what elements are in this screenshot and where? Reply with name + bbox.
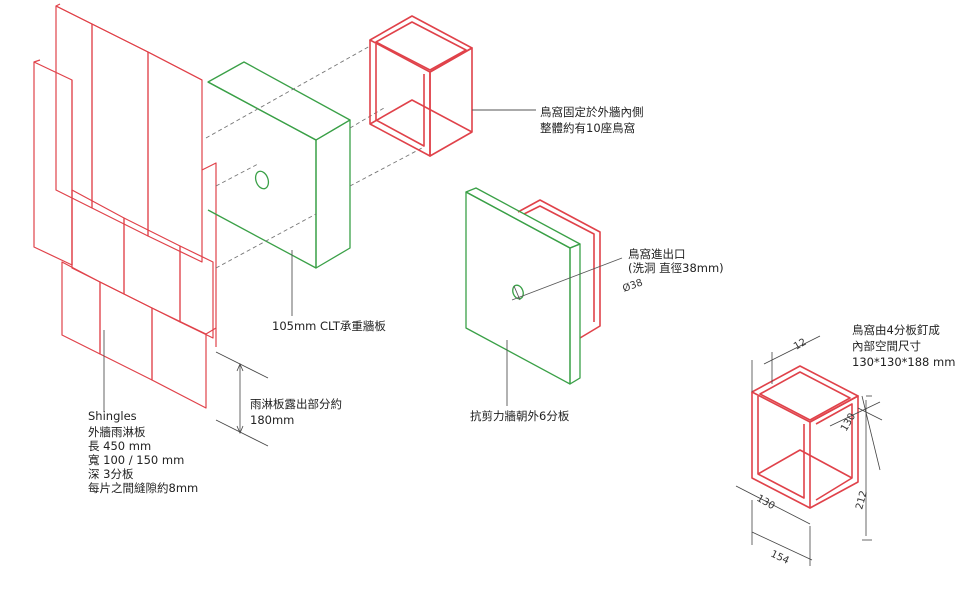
dim-depth: 130 — [839, 411, 858, 433]
birdhouse-fixed-line2: 整體約有10座鳥窩 — [540, 121, 635, 135]
birdhouse-spec-line3: 130*130*188 mm — [852, 355, 955, 369]
shingles-line5: 深 3分板 — [88, 467, 134, 481]
detail-dimensions — [735, 335, 883, 566]
shingles-drawing — [33, 3, 217, 409]
shingles-line2: 外牆雨淋板 — [88, 425, 146, 439]
dim-base: 154 — [769, 549, 791, 567]
exposure-line2: 180mm — [250, 413, 294, 427]
clt-label: 105mm CLT承重牆板 — [272, 319, 386, 333]
entrance-dim: Ø38 — [621, 276, 644, 294]
shingles-line4: 寬 100 / 150 mm — [88, 453, 184, 467]
birdhouse-detail-drawing — [751, 365, 859, 509]
shingles-line1: Shingles — [88, 409, 137, 423]
annotations: 鳥窩固定於外牆內側 整體約有10座鳥窩 鳥窩進出口 (洗洞 直徑38mm) Ø3… — [88, 105, 955, 567]
shear-wall-drawing — [465, 187, 623, 385]
dim-thickness: 12 — [792, 337, 809, 353]
birdhouse-spec-line2: 內部空間尺寸 — [852, 339, 921, 353]
birdhouse-spec-line1: 鳥窩由4分板釘成 — [852, 323, 940, 337]
projection-lines — [205, 45, 423, 269]
entrance-line2: (洗洞 直徑38mm) — [628, 261, 724, 275]
dim-width: 130 — [755, 493, 777, 512]
exposure-dimension — [215, 351, 269, 447]
birdhouse-fixed-line1: 鳥窩固定於外牆內側 — [540, 105, 644, 119]
birdhouse-box-top — [369, 15, 473, 157]
clt-panel-drawing — [207, 61, 351, 269]
shear-label: 抗剪力牆朝外6分板 — [470, 409, 570, 423]
exposure-line1: 雨淋板露出部分約 — [250, 397, 342, 411]
entrance-line1: 鳥窩進出口 — [628, 247, 686, 261]
shingles-line6: 每片之間縫隙約8mm — [88, 481, 198, 495]
dim-height: 212 — [854, 489, 870, 510]
shingles-line3: 長 450 mm — [88, 439, 151, 453]
